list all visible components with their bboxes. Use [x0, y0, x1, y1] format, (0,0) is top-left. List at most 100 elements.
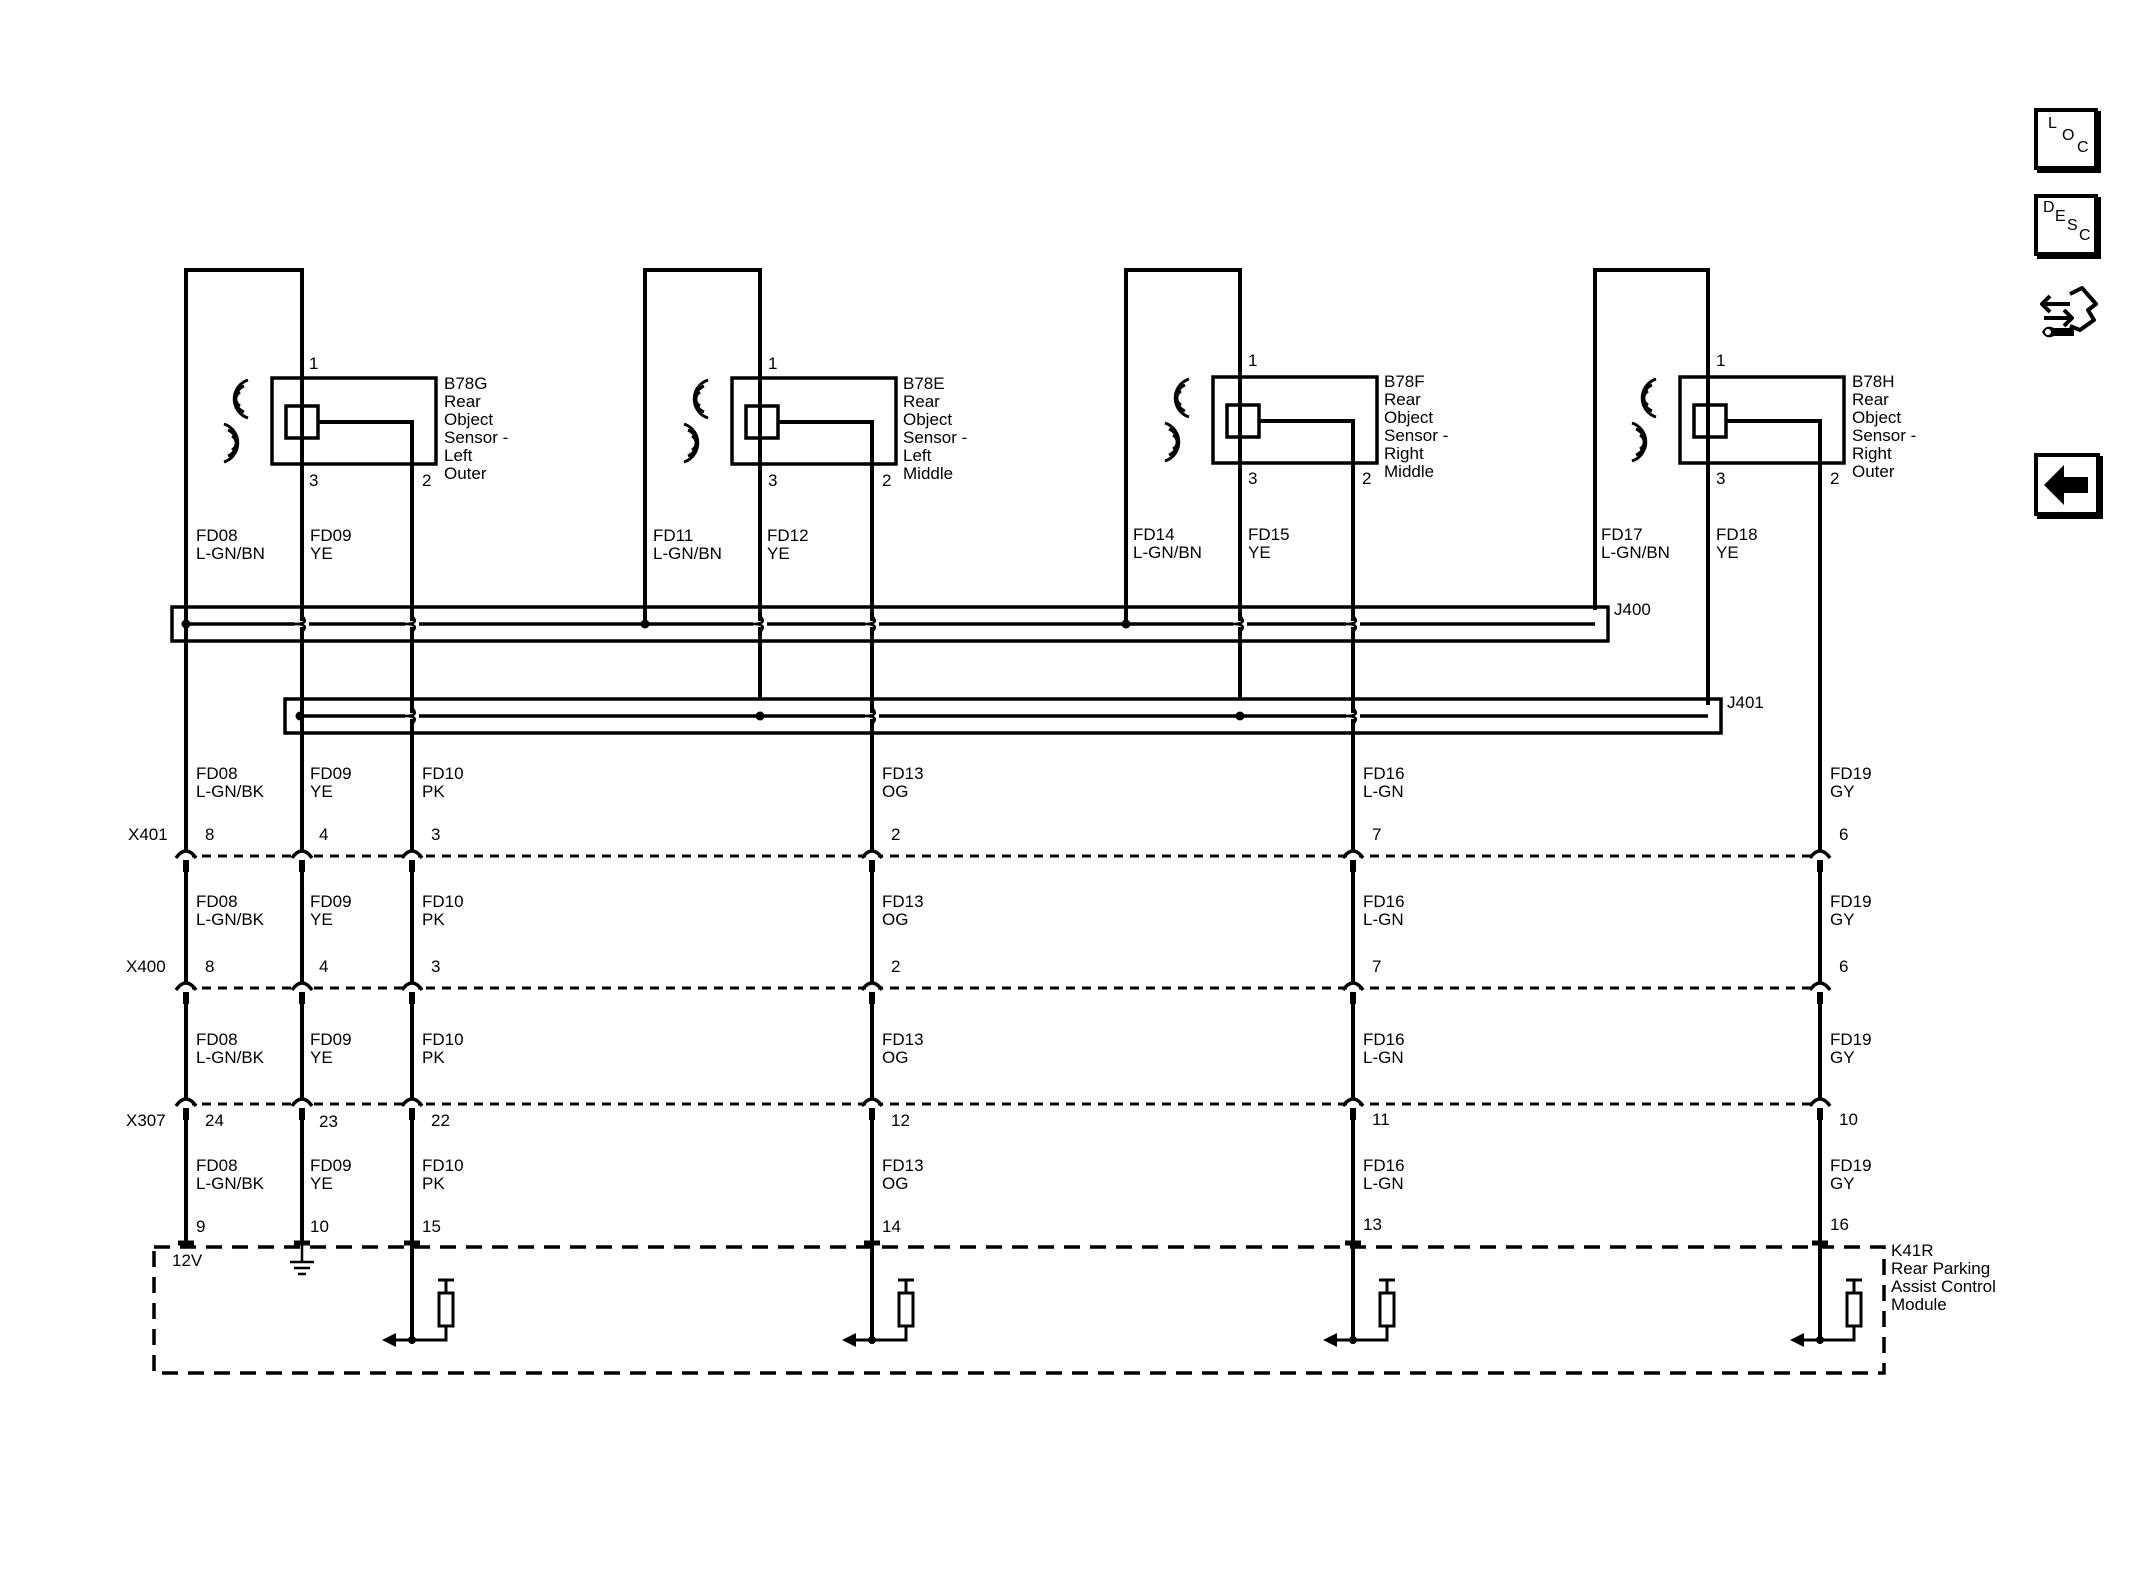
desc-letter: C [2079, 227, 2091, 244]
wire-label-circuit: FD10 [422, 892, 464, 911]
wire-label-circuit: FD19 [1830, 1156, 1872, 1175]
sense-wire [410, 1245, 448, 1342]
sensor-b78f-pin1: 1 [1248, 351, 1257, 370]
connector-cap [400, 849, 424, 860]
wire-label-color: L-GN/BK [196, 1048, 265, 1067]
crossing-hop [1345, 707, 1358, 725]
crossing-hop [1345, 615, 1358, 633]
wire-label-circuit: FD09 [310, 526, 352, 545]
splice-j400 [170, 605, 1610, 643]
wire-label-circuit: FD08 [196, 1030, 238, 1049]
back-button[interactable] [2034, 453, 2100, 516]
junction-dot [868, 1336, 876, 1344]
wire-label-color: GY [1830, 782, 1855, 801]
sensor-b78g-line1: Rear [444, 392, 481, 411]
sensor-b78e-line2: Object [903, 410, 952, 429]
wire-label-color: L-GN/BN [1601, 543, 1670, 562]
crossing-hop [404, 707, 417, 725]
connector-cap [1341, 981, 1365, 992]
wire-label-circuit: FD19 [1830, 892, 1872, 911]
wire-label-color: GY [1830, 1048, 1855, 1067]
wire-label-color: L-GN/BK [196, 910, 265, 929]
resistor-lead [898, 1278, 914, 1293]
sensor-b78g-pin1: 1 [309, 354, 318, 373]
arrow-head [382, 1333, 396, 1347]
connector-tool-button[interactable] [2040, 280, 2100, 350]
module-k41r-id: K41R [1891, 1241, 1934, 1260]
sensor-b78g-pin3: 3 [309, 471, 318, 490]
transmit-wave [692, 378, 709, 420]
connector-cap [400, 981, 424, 992]
connector-cap [860, 981, 884, 992]
wire-label-circuit: FD14 [1133, 525, 1175, 544]
connector-cap [400, 1097, 424, 1108]
arrow-left-icon [2044, 465, 2088, 505]
splice-dot [295, 711, 305, 721]
wire-label-circuit: FD10 [422, 764, 464, 783]
wire-label-circuit: FD11 [653, 526, 693, 545]
location-button[interactable]: L O C [2034, 108, 2098, 170]
crossing-hop [1232, 615, 1245, 633]
wire-label-color: YE [310, 782, 333, 801]
sensor-b78g-line3: Sensor - [444, 428, 508, 447]
connector-cap [860, 1097, 884, 1108]
k41r-pin: 16 [1830, 1215, 1849, 1234]
connector-cap [860, 849, 884, 860]
x400-pin: 7 [1372, 957, 1381, 976]
wire-label-color: OG [882, 910, 908, 929]
ultrasonic-transmit-icon [1640, 377, 1657, 419]
wire-label-color: YE [1716, 543, 1739, 562]
wire-label-circuit: FD16 [1363, 764, 1405, 783]
sensor-b78g-pin2: 2 [422, 471, 431, 490]
connector-x400-label: X400 [126, 957, 166, 976]
k41r-pin: 14 [882, 1217, 901, 1236]
junction-dot [1816, 1336, 1824, 1344]
x401-pin: 6 [1839, 825, 1848, 844]
sensor-b78g-line4: Left [444, 446, 473, 465]
sensor-b78f-pin2: 2 [1362, 469, 1371, 488]
description-button[interactable]: D E S C [2034, 194, 2098, 256]
ultrasonic-transmit-icon [232, 378, 249, 420]
receive-wave [1631, 421, 1648, 463]
sensor-b78f-id: B78F [1384, 372, 1425, 391]
wire-label-color: YE [1248, 543, 1271, 562]
x401-pin: 8 [205, 825, 214, 844]
ground-symbol [290, 1245, 314, 1276]
connector-cap [1341, 849, 1365, 860]
wire-label-color: L-GN/BK [196, 1174, 265, 1193]
wire-label-circuit: FD18 [1716, 525, 1758, 544]
connector-x401-label: X401 [128, 825, 168, 844]
vertical-wires [184, 540, 1822, 1340]
wire-label-circuit: FD16 [1363, 892, 1405, 911]
receive-wave [683, 422, 700, 464]
splice-dot [1121, 619, 1131, 629]
sense-resistor [1378, 1291, 1396, 1328]
connector-cap [290, 1097, 314, 1108]
splice-dot [640, 619, 650, 629]
wire-label-color: YE [310, 1048, 333, 1067]
splice-j401-label: J401 [1727, 693, 1764, 712]
x400-pin: 6 [1839, 957, 1848, 976]
sensor-b78h [1593, 268, 1846, 705]
x400-pin: 4 [319, 957, 328, 976]
sensor-b78g-id: B78G [444, 374, 487, 393]
wire-label-circuit: FD12 [767, 526, 809, 545]
connector-pins [174, 849, 1832, 1120]
sensor-b78h-line4: Right [1852, 444, 1892, 463]
connector-cap [1341, 1097, 1365, 1108]
x400-pin: 3 [431, 957, 440, 976]
resistor-lead [438, 1278, 454, 1293]
wire-label-color: YE [310, 1174, 333, 1193]
sensor-b78e-line5: Middle [903, 464, 953, 483]
sensor-b78h-pin2: 2 [1830, 469, 1839, 488]
sense-resistor [897, 1291, 915, 1328]
sensor-b78h-line2: Object [1852, 408, 1901, 427]
sensor-b78e-line3: Sensor - [903, 428, 967, 447]
wire-label-color: L-GN/BN [1133, 543, 1202, 562]
wire-label-circuit: FD08 [196, 526, 238, 545]
wire-label-circuit: FD19 [1830, 764, 1872, 783]
sensor-b78e-line4: Left [903, 446, 932, 465]
column-labels: FD08 L-GN/BK 8 FD08 L-GN/BK 8 FD08 L-GN/… [196, 764, 1872, 1236]
x400-pin: 8 [205, 957, 214, 976]
